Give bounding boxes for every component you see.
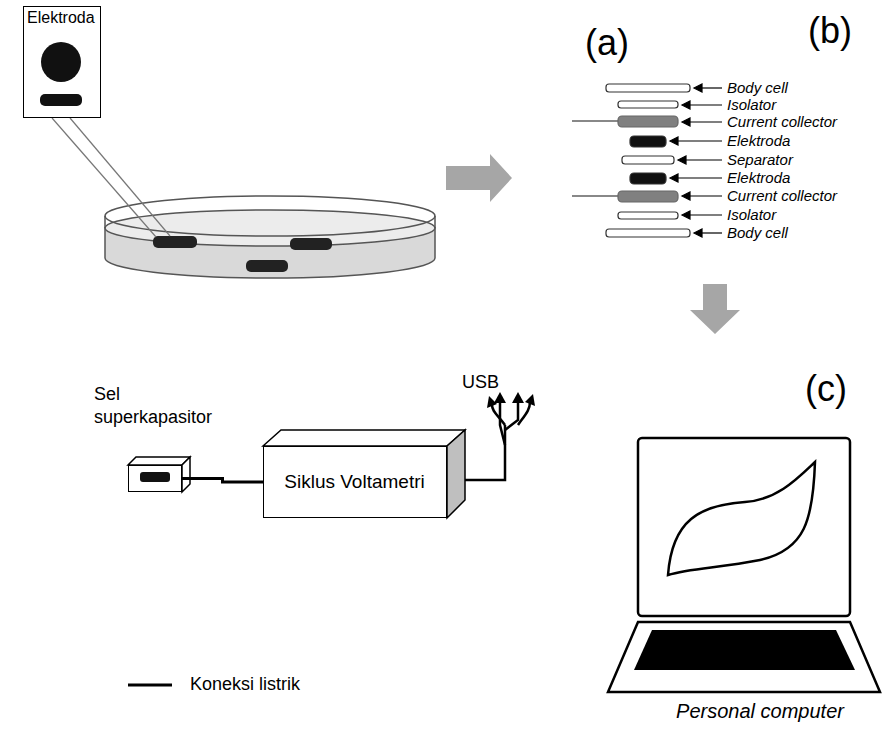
legend-sample [128,684,172,687]
cell-stack [572,84,690,237]
instrument-box: Siklus Voltametri [263,446,447,518]
layer-label: Elektroda [727,169,790,186]
usb-heads [487,392,535,408]
cell-device [128,457,190,492]
flow-arrow [446,154,512,202]
pointer-arrows [670,84,722,237]
layer-label: Body cell [727,224,788,241]
leader-line [70,118,170,236]
layer-label: Body cell [727,79,788,96]
laptop [608,438,880,692]
panel-label: (a) [585,22,629,63]
legend-text: Koneksi listrik [190,674,300,695]
panel-label: (c) [805,368,847,409]
node-text: Siklus Voltametri [284,471,424,493]
callout-box: Elektroda [23,6,101,118]
node-text: Elektroda [27,9,95,27]
layer-label: Current collector [727,113,837,130]
port-label: USB [462,372,499,393]
instrument-box [263,430,465,518]
layer-label: Separator [727,151,793,168]
panel-label: (b) [808,10,852,51]
cell-box: Sel superkapasitor [128,465,182,492]
flow-arrow [690,284,740,334]
electrode-icon [41,42,81,82]
leader-line [52,118,156,237]
layer-label: Isolator [727,96,776,113]
usb-wire [465,400,530,480]
device-label: Personal computer [676,700,844,723]
layer-label: Isolator [727,206,776,223]
petri-dish [105,196,435,278]
connection-wire [182,479,263,483]
layer-label: Current collector [727,187,837,204]
electrode-icon [40,94,82,106]
layer-label: Elektroda [727,132,790,149]
node-text: Sel superkapasitor [94,383,224,428]
